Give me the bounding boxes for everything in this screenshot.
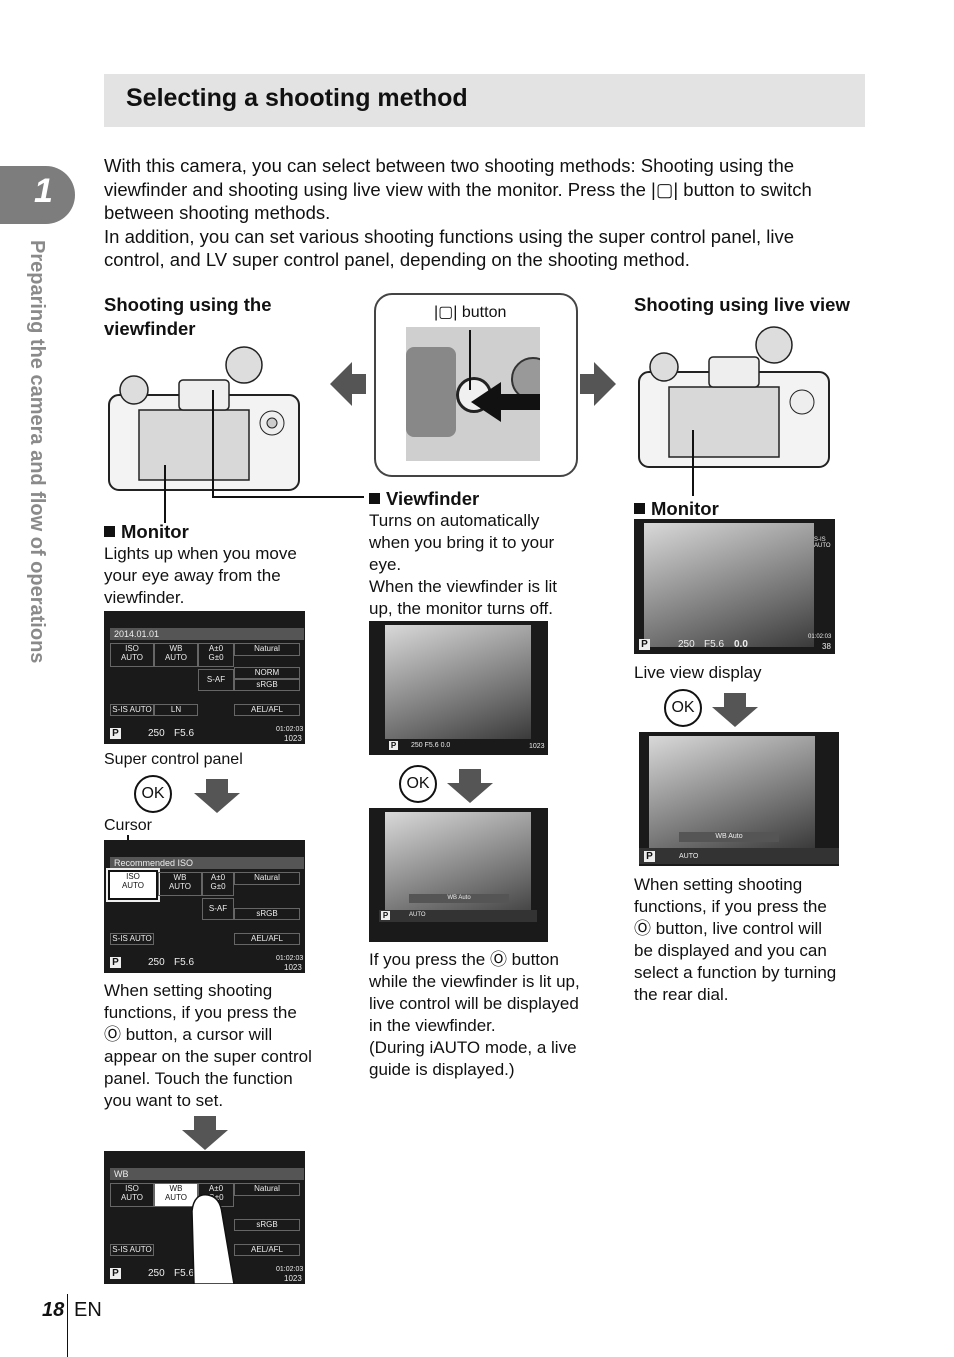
page-language: EN [74, 1299, 102, 1321]
chapter-tab [0, 166, 75, 224]
leader-line [212, 390, 214, 498]
down-arrow-icon [182, 1116, 228, 1150]
scp-caption: Super control panel [104, 751, 243, 768]
down-arrow-icon [712, 693, 758, 727]
leader-line [469, 330, 471, 390]
liveview-heading: Shooting using live view [634, 294, 850, 315]
viewfinder-live-control: WB Auto P AUTO [369, 808, 548, 942]
button-label: |▢| button [434, 304, 507, 321]
intro-text: With this camera, you can select between… [104, 155, 812, 270]
ok-button-icon: OK [134, 775, 172, 813]
leader-line [164, 465, 166, 523]
leader-line [692, 430, 694, 496]
finger-icon [191, 1194, 235, 1284]
down-arrow-icon [194, 779, 240, 813]
page-number: 18 [42, 1299, 65, 1321]
left-arrow-icon [330, 362, 366, 406]
page-title: Selecting a shooting method [126, 84, 468, 112]
ok-button-icon: OK [664, 689, 702, 727]
ok-button-icon: OK [399, 765, 437, 803]
title-bar [104, 74, 865, 127]
right-arrow-icon [580, 362, 616, 406]
super-control-panel-cursor: Recommended ISO ISO AUTO WB AUTO A±0 G±0… [104, 840, 305, 973]
leader-line [212, 496, 364, 498]
lv-caption: Live view display [634, 663, 762, 682]
chapter-side-title: Preparing the camera and flow of operati… [26, 240, 48, 664]
viewfinder-label: Viewfinder [369, 487, 479, 511]
left-monitor-label: Monitor [104, 520, 189, 544]
viewfinder-display: P 250 F5.6 0.0 1023 [369, 621, 548, 755]
camera-illustration-right [638, 326, 830, 468]
live-view-display: S-IS AUTO P 250 F5.6 0.0 01:02:03 38 [634, 519, 835, 654]
camera-illustration-left [108, 346, 300, 491]
down-arrow-icon [447, 769, 493, 803]
super-control-panel: 2014.01.01 ISO AUTO WB AUTO A±0 G±0 Natu… [104, 611, 305, 744]
live-control-display: WB Auto P AUTO [639, 732, 839, 866]
cursor-caption: Cursor [104, 817, 153, 834]
chapter-number: 1 [34, 172, 53, 210]
button-closeup-image [406, 327, 540, 461]
footer-divider [67, 1294, 68, 1357]
right-monitor-label: Monitor [634, 497, 719, 521]
super-control-panel-touch: WB ISO AUTO WB AUTO A±0 G±0 Natural sRGB… [104, 1151, 305, 1284]
